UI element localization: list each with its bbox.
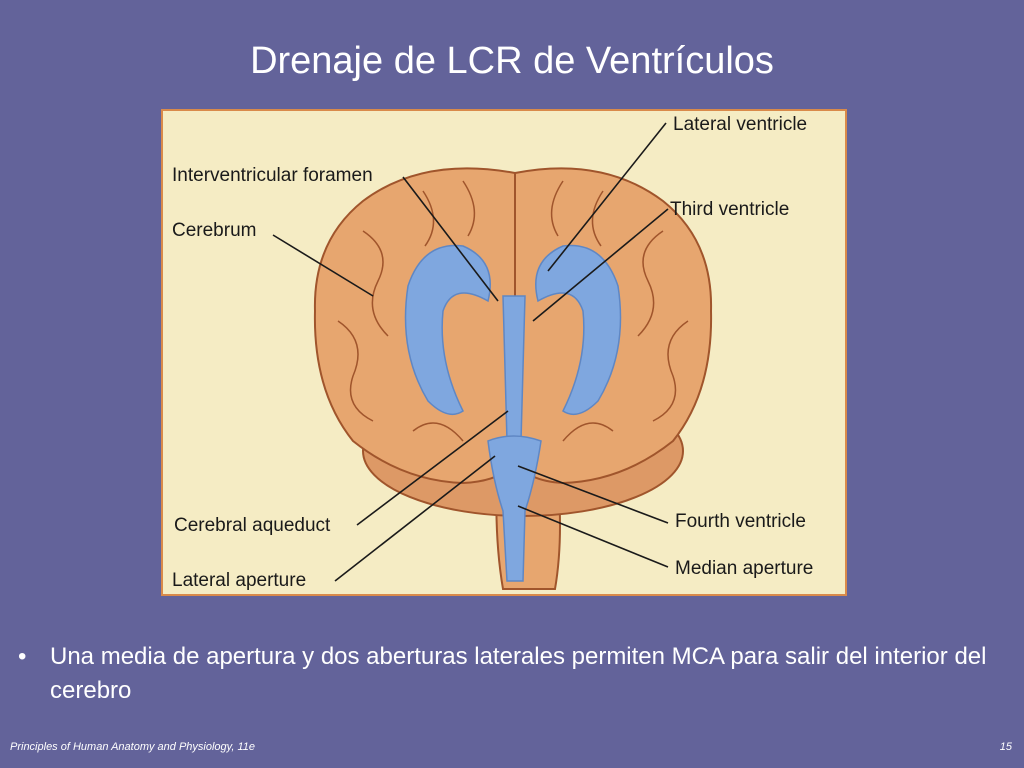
left-lateral-ventricle bbox=[404, 244, 491, 416]
label-lateral-ventricle: Lateral ventricle bbox=[673, 114, 808, 135]
gyri-lines bbox=[337, 180, 689, 442]
label-cerebrum: Cerebrum bbox=[172, 220, 257, 241]
ventricle-system bbox=[404, 244, 622, 582]
fourth-ventricle-shape bbox=[487, 435, 542, 582]
brain-illustration bbox=[272, 122, 713, 590]
label-interventricular-foramen: Interventricular foramen bbox=[172, 165, 373, 186]
bullet-text: Una media de apertura y dos aberturas la… bbox=[50, 643, 987, 704]
page-number: 15 bbox=[999, 741, 1012, 753]
leader-lines bbox=[272, 122, 669, 582]
label-median-aperture: Median aperture bbox=[675, 558, 814, 579]
label-cerebral-aqueduct: Cerebral aqueduct bbox=[174, 515, 331, 536]
brain-ventricles-figure: Lateral ventricle Interventricular foram… bbox=[161, 109, 847, 596]
third-ventricle-shape bbox=[502, 295, 526, 442]
bullet-marker: • bbox=[18, 643, 27, 670]
label-third-ventricle: Third ventricle bbox=[670, 199, 790, 220]
label-lateral-aperture: Lateral aperture bbox=[172, 570, 307, 591]
label-fourth-ventricle: Fourth ventricle bbox=[675, 511, 806, 532]
footer-source: Principles of Human Anatomy and Physiolo… bbox=[10, 741, 255, 753]
right-lateral-ventricle bbox=[535, 244, 622, 416]
slide-title: Drenaje de LCR de Ventrículos bbox=[250, 40, 774, 82]
